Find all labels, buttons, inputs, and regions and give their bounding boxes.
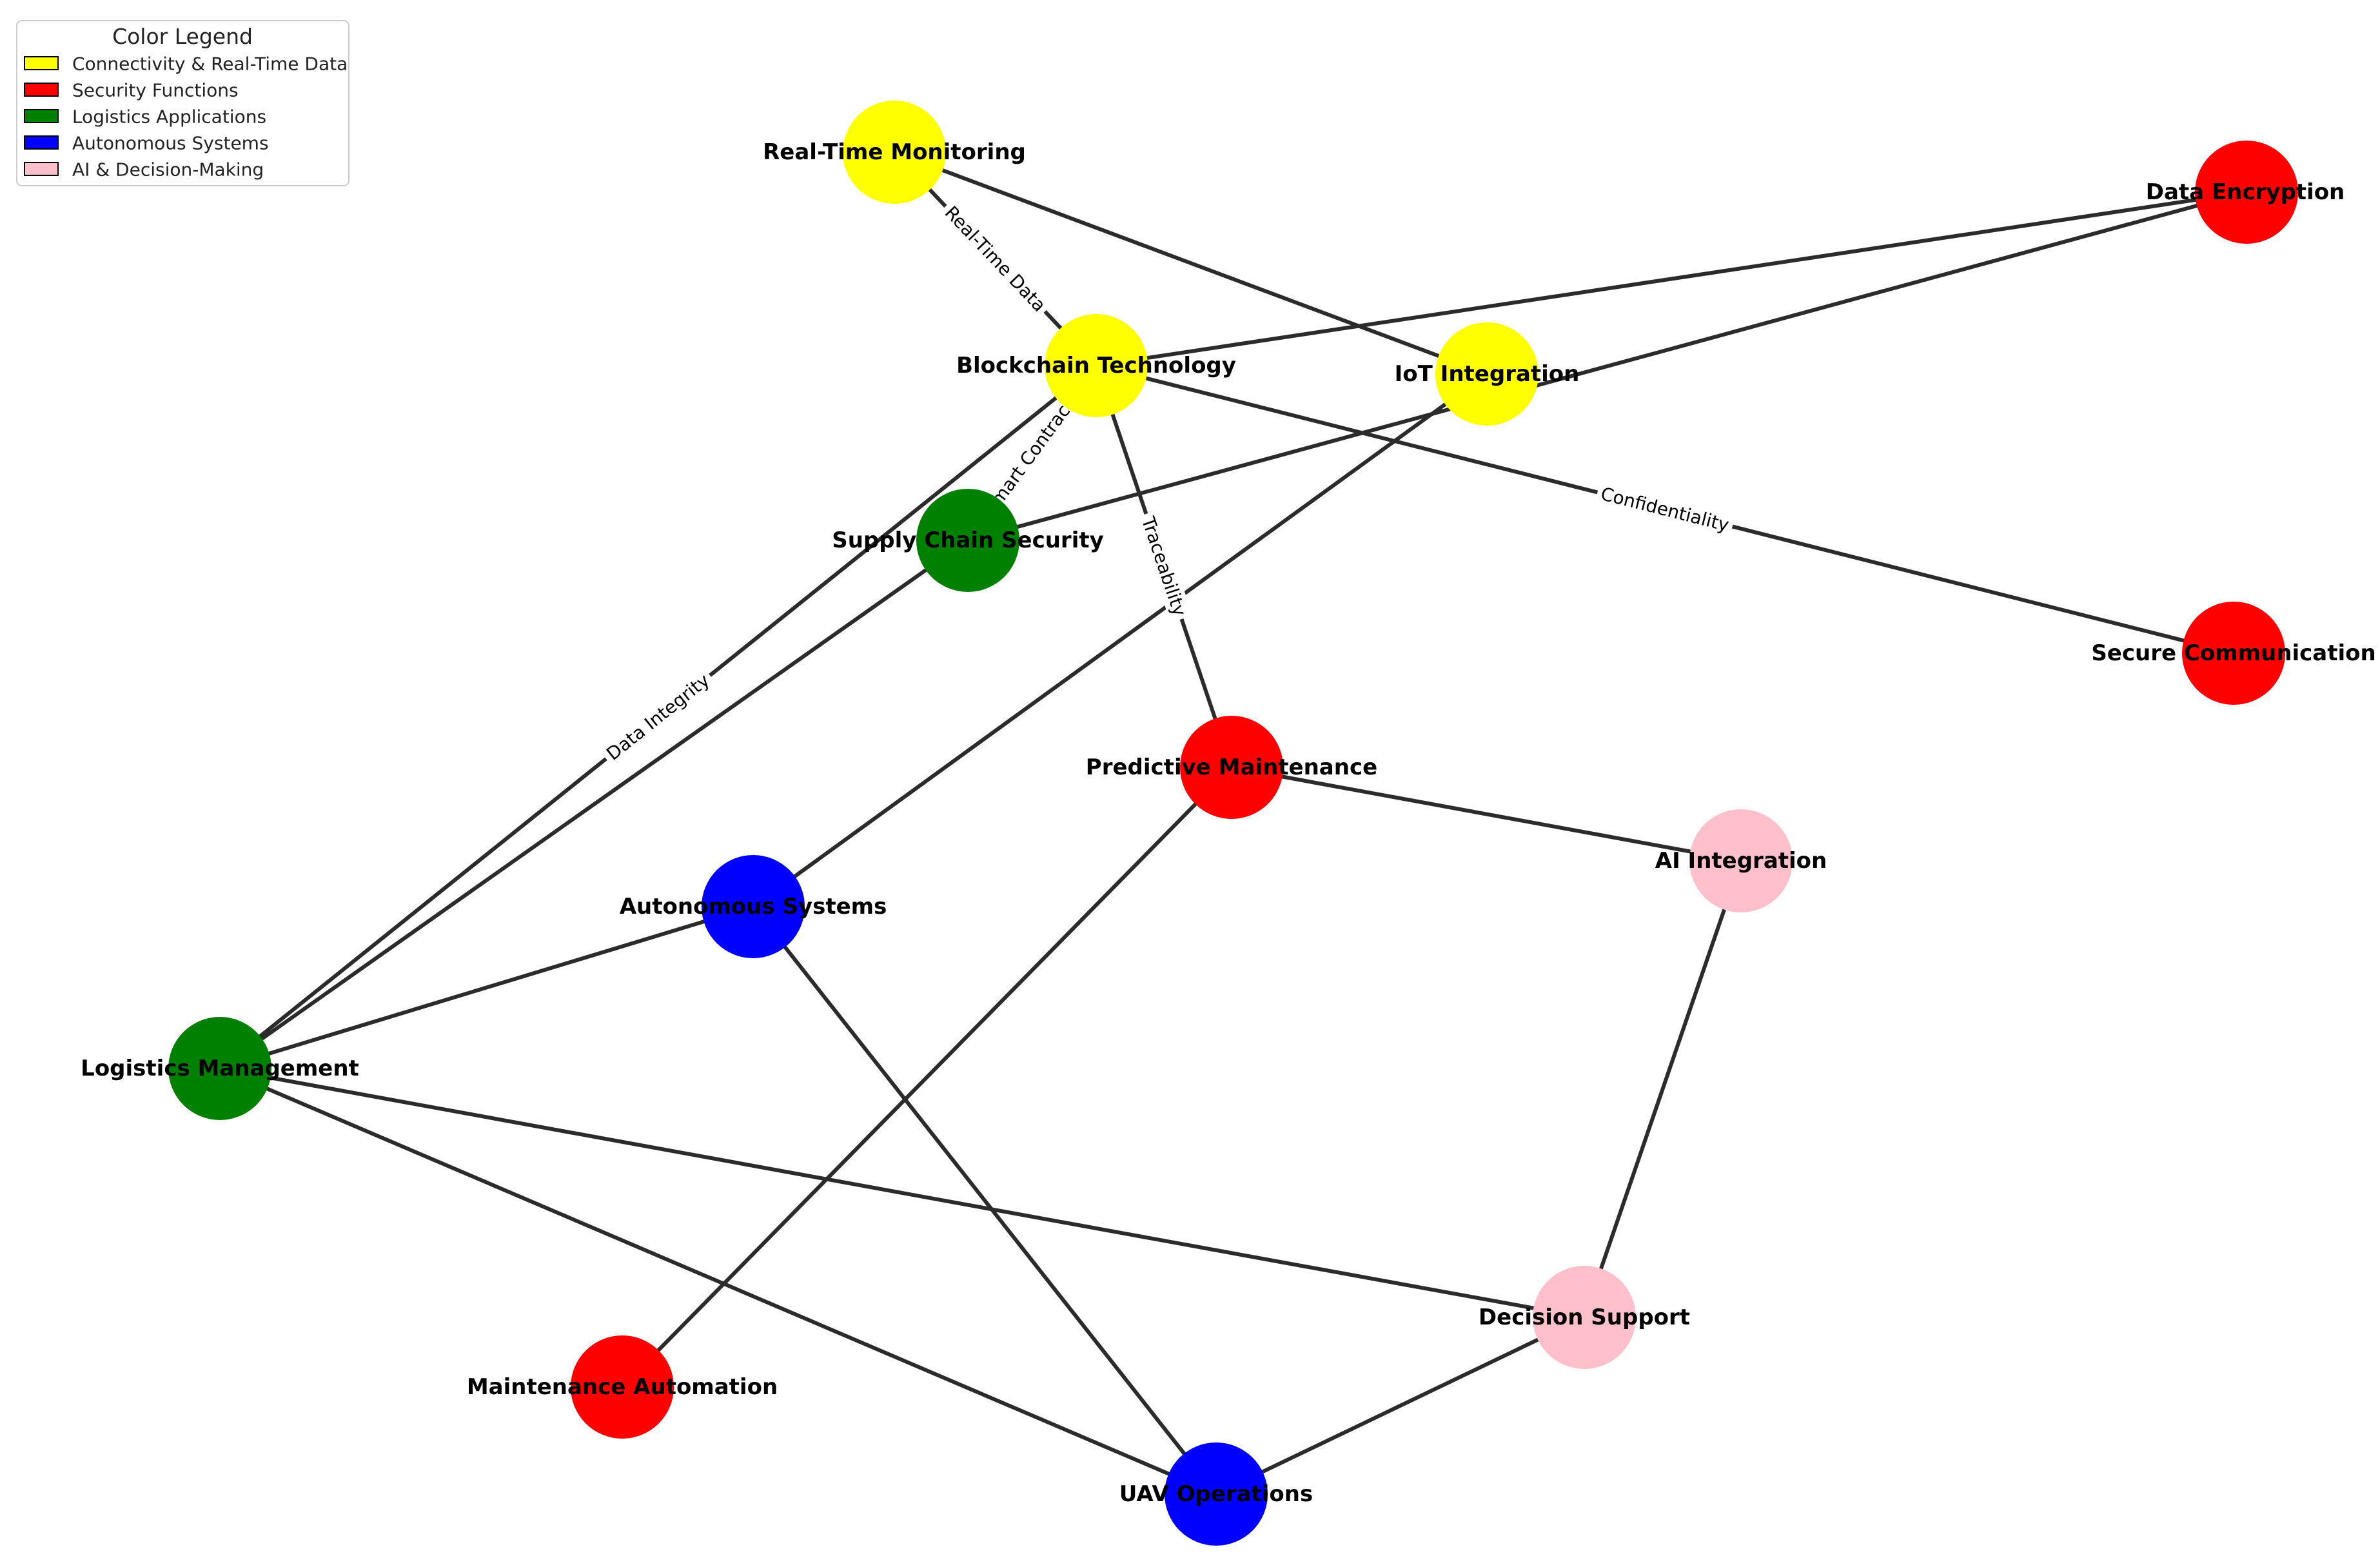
edge-label: Traceability: [1137, 513, 1190, 618]
node-label-pm: Predictive Maintenance: [1086, 754, 1377, 780]
edge-scs-lm: [237, 538, 969, 1057]
edge-de-scs: [988, 190, 2247, 537]
node-uav: [1165, 1442, 1268, 1546]
edge-label-bg: [1594, 481, 1736, 538]
edge-label-group: Real-Time Data: [937, 198, 1054, 320]
node-scs: [916, 489, 1019, 592]
legend-item-label: Logistics Applications: [72, 106, 266, 128]
legend-swatch: [24, 83, 59, 97]
edge-label: Data Integrity: [602, 669, 713, 764]
edge-label: Real-Time Data: [941, 202, 1050, 316]
edge-label-bg: [937, 198, 1054, 320]
node-label-as: Autonomous Systems: [620, 894, 887, 920]
node-label-scom: Secure Communication: [2091, 640, 2375, 666]
nodes-layer: [168, 101, 2298, 1546]
node-bt: [1045, 314, 1148, 417]
edge-label-bg: [976, 383, 1088, 523]
node-ma: [571, 1335, 674, 1439]
edge-label-group: Data Integrity: [598, 666, 718, 768]
node-ds: [1533, 1266, 1636, 1369]
legend-item-label: AI & Decision-Making: [72, 159, 264, 181]
edge-ai-ds: [1589, 860, 1743, 1297]
edge-label-bg: [598, 666, 718, 768]
edge-label-group: Confidentiality: [1594, 481, 1736, 538]
legend-item-label: Security Functions: [72, 80, 239, 101]
edge-label-group: Traceability: [1135, 510, 1193, 623]
node-iot: [1435, 322, 1539, 426]
legend-swatch: [24, 162, 59, 176]
node-label-scs: Supply Chain Security: [832, 527, 1104, 553]
node-lm: [168, 1017, 271, 1120]
legend-item-label: Autonomous Systems: [72, 133, 269, 154]
node-label-bt: Blockchain Technology: [956, 353, 1236, 379]
legend-item-label: Connectivity & Real-Time Data: [72, 54, 348, 75]
edge-iot-as: [771, 372, 1488, 895]
edge-ma-pm: [620, 782, 1217, 1389]
node-de: [2195, 141, 2298, 244]
node-label-iot: IoT Integration: [1395, 361, 1580, 387]
legend-swatch: [24, 56, 59, 70]
node-ai: [1689, 809, 1793, 912]
node-label-ai: AI Integration: [1655, 848, 1827, 874]
edge-label-bg: [1135, 510, 1193, 623]
edge-pm-ai: [1231, 765, 1720, 860]
legend-box: [16, 20, 349, 186]
node-pm: [1180, 716, 1283, 819]
edge-bt-de: [1096, 192, 2225, 368]
legend-swatch: [24, 109, 59, 123]
edge-lm-ds: [219, 1067, 1563, 1317]
node-label-ds: Decision Support: [1479, 1304, 1690, 1330]
node-label-uav: UAV Operations: [1119, 1481, 1313, 1507]
legend-title: Color Legend: [112, 24, 253, 49]
node-label-lm: Logistics Management: [81, 1056, 359, 1081]
node-as: [702, 855, 805, 958]
edge-lm-uav: [219, 1067, 1196, 1487]
color-legend: Color Legend Connectivity & Real-Time Da…: [16, 20, 349, 186]
legend-swatch: [24, 135, 59, 150]
node-label-de: Data Encryption: [2146, 179, 2345, 205]
edge-as-uav: [751, 905, 1204, 1477]
node-label-rtm: Real-Time Monitoring: [763, 139, 1026, 165]
node-scom: [2182, 602, 2285, 705]
node-label-ma: Maintenance Automation: [467, 1374, 778, 1400]
edge-ds-uav: [1235, 1315, 1586, 1486]
edge-as-lm: [241, 905, 754, 1064]
edge-rtm-iot: [893, 150, 1467, 368]
node-rtm: [843, 101, 946, 204]
